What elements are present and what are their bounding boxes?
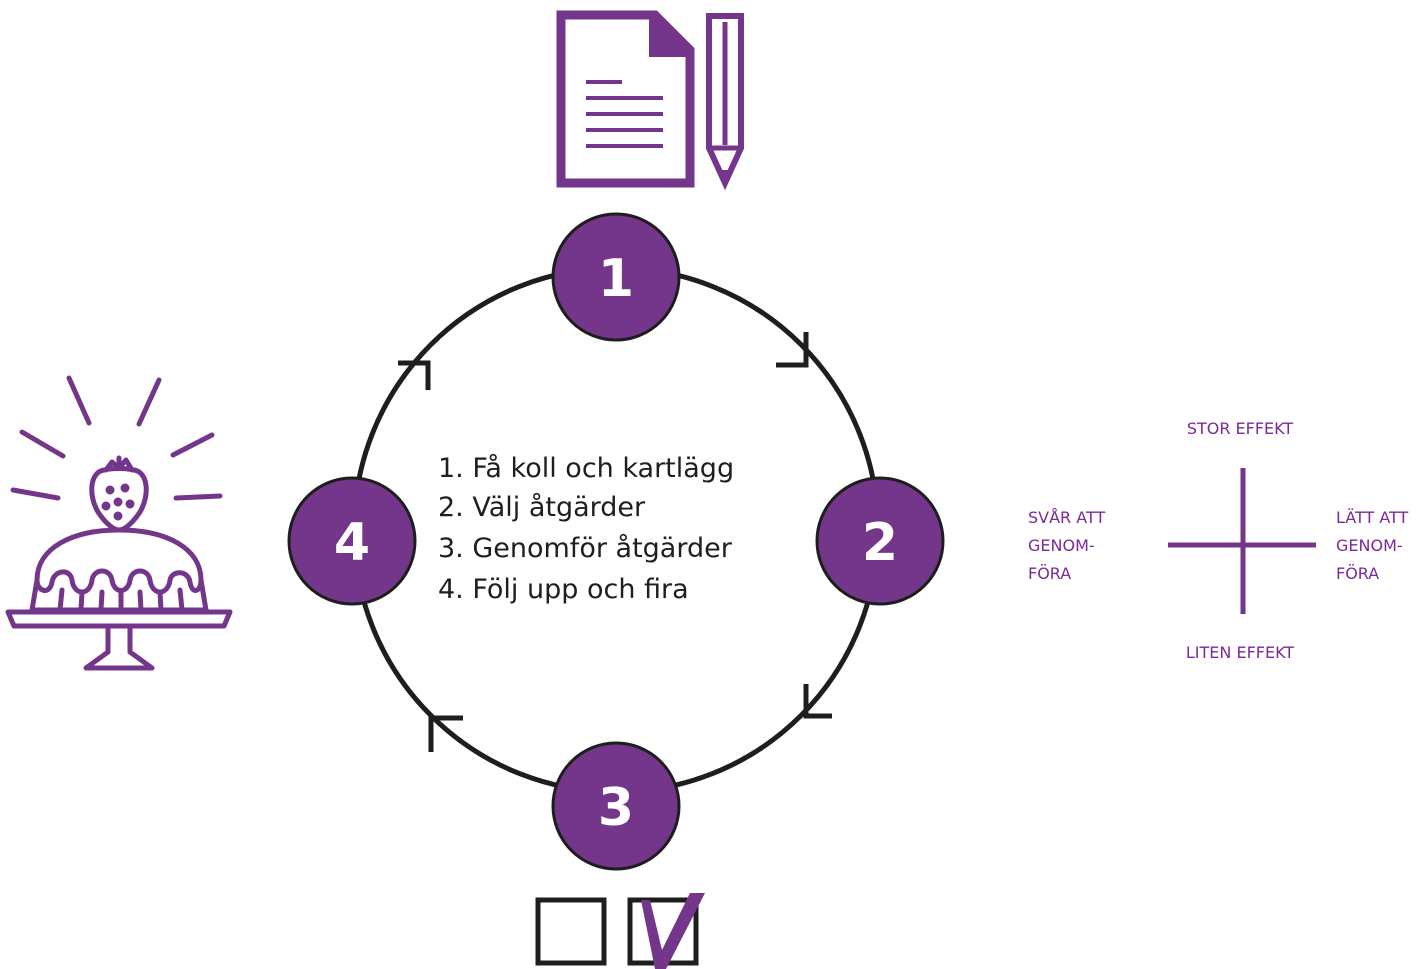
step-list-item-1: 1. Få koll och kartlägg xyxy=(438,453,734,484)
matrix-bottom-label: LITEN EFFEKT xyxy=(1186,643,1294,662)
matrix-right-label-line-2: GENOM- xyxy=(1336,536,1403,555)
step-node-1: 1 xyxy=(551,212,681,342)
step-node-2-label: 2 xyxy=(862,513,898,573)
document-icon xyxy=(556,10,695,188)
matrix-top-label: STOR EFFEKT xyxy=(1187,419,1294,438)
step-node-4-label: 4 xyxy=(334,513,370,573)
step-list-item-3: 3. Genomför åtgärder xyxy=(438,533,733,564)
step-node-3: 3 xyxy=(551,741,681,871)
matrix-right-label-line-3: FÖRA xyxy=(1336,564,1379,583)
step-node-3-label: 3 xyxy=(598,778,634,838)
effect-matrix: STOR EFFEKT LITEN EFFEKT SVÅR ATT GENOM-… xyxy=(1028,419,1409,662)
step-list-item-2: 2. Välj åtgärder xyxy=(438,492,646,523)
checkbox-empty-icon xyxy=(535,897,607,966)
pencil-icon xyxy=(706,13,744,191)
matrix-left-label-line-2: GENOM- xyxy=(1028,536,1095,555)
cycle-arrow-2-3 xyxy=(803,684,832,719)
matrix-right-label-line-1: LÄTT ATT xyxy=(1336,508,1409,527)
step-node-1-label: 1 xyxy=(598,249,634,309)
step-node-4: 4 xyxy=(287,476,417,606)
cycle-arrow-4-1 xyxy=(398,360,431,390)
cycle-ring xyxy=(351,265,881,795)
matrix-left-label-line-1: SVÅR ATT xyxy=(1028,508,1105,527)
matrix-left-label-line-3: FÖRA xyxy=(1028,564,1071,583)
step-node-2: 2 xyxy=(815,476,945,606)
checkbox-checked-icon xyxy=(627,893,705,969)
cycle-arrow-1-2 xyxy=(776,332,809,368)
step-list: 1. Få koll och kartlägg 2. Välj åtgärder… xyxy=(438,453,734,605)
cake-icon xyxy=(5,375,233,671)
cycle-arrow-3-4 xyxy=(428,715,463,752)
step-list-item-4: 4. Följ upp och fira xyxy=(438,574,689,605)
